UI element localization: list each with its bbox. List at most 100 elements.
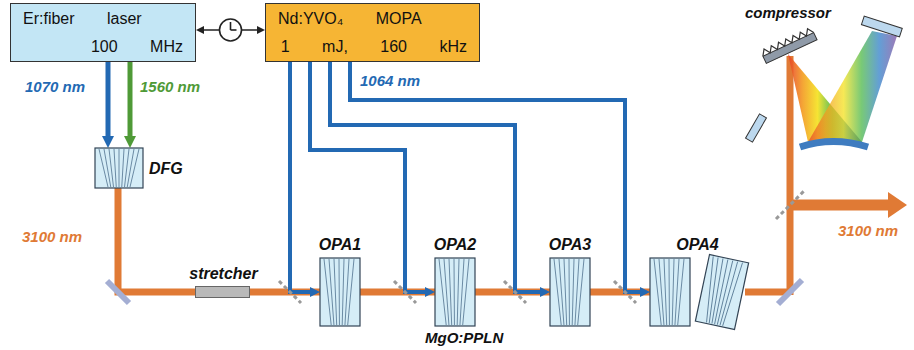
crystal-graphic xyxy=(435,258,475,326)
part-label: compressor xyxy=(745,4,831,22)
dichroic-mirror xyxy=(279,281,301,303)
crystal-body xyxy=(650,258,690,326)
flat-mirror xyxy=(746,114,767,142)
curved-mirror xyxy=(800,142,868,148)
laser-beam xyxy=(128,62,133,136)
component-label: OPA3 xyxy=(549,235,591,254)
poling-line xyxy=(348,259,354,325)
poling-line xyxy=(572,259,574,325)
poling-line xyxy=(569,259,570,325)
wavelength-label: 1070 nm xyxy=(25,78,85,96)
poling-line xyxy=(127,149,134,187)
beam xyxy=(787,56,794,295)
spacer xyxy=(102,282,134,302)
wavelength-label: 1560 nm xyxy=(140,78,200,96)
poling-line xyxy=(334,259,337,325)
wavelength-label: 3100 nm xyxy=(838,222,898,240)
stretcher-box: stretcher xyxy=(195,286,250,298)
dichroic-mirror xyxy=(614,281,636,303)
crystal-body xyxy=(550,258,590,326)
poling-line xyxy=(329,259,334,325)
laser-name: Nd:YVO₄ MOPA xyxy=(278,9,422,28)
dispersed-spectrum xyxy=(808,31,897,142)
poling-line xyxy=(672,259,674,325)
laser-spec: 100 MHz xyxy=(91,37,183,56)
grating-grooves xyxy=(760,27,813,56)
flat-mirror xyxy=(861,16,902,37)
sync-line xyxy=(204,29,257,31)
crystal-shape xyxy=(695,255,748,330)
crystal: OPA2 xyxy=(435,258,475,326)
crystal: OPA1 xyxy=(320,258,360,326)
dichroic-mirror xyxy=(504,281,526,303)
laser-name: Er:fiber laser xyxy=(23,9,142,28)
laser-spec: 1 mJ, 160 kHz xyxy=(281,37,467,56)
mirror xyxy=(778,280,802,304)
crystal-shape xyxy=(435,258,475,326)
crystal-pair: OPA4 xyxy=(650,258,745,326)
poling-line xyxy=(342,259,344,325)
grating xyxy=(760,27,817,63)
component-label: stretcher xyxy=(189,264,257,283)
poling-line xyxy=(99,149,108,187)
component-label: OPA4 xyxy=(676,235,718,254)
laser-beam xyxy=(590,289,650,296)
poling-line xyxy=(723,261,743,327)
crystal-body xyxy=(695,255,748,330)
poling-line xyxy=(463,259,469,325)
poling-line xyxy=(457,259,459,325)
poling-line xyxy=(717,260,732,325)
material-label: MgO:PPLN xyxy=(425,329,503,347)
wavelength-label: 1064 nm xyxy=(360,72,420,90)
beam xyxy=(745,289,790,296)
clock-hand xyxy=(230,22,232,30)
poling-line xyxy=(564,259,567,325)
crystal-shape xyxy=(550,258,590,326)
poling-line xyxy=(339,259,340,325)
clock-symbol xyxy=(220,19,242,41)
crystal: OPA3 xyxy=(550,258,590,326)
poling-line xyxy=(444,259,449,325)
component-label: OPA2 xyxy=(434,235,476,254)
laser-beam xyxy=(290,62,310,292)
output-arrowhead xyxy=(888,192,907,218)
poling-line xyxy=(578,259,584,325)
laser-box: Er:fiber laser 100 MHz xyxy=(10,3,196,62)
poling-line xyxy=(669,259,670,325)
poling-line xyxy=(659,259,664,325)
poling-line xyxy=(664,259,667,325)
laser-beam xyxy=(350,62,640,292)
crystal-graphic xyxy=(95,148,143,188)
poling-line xyxy=(130,149,139,187)
poling-line xyxy=(678,259,684,325)
crystal-body xyxy=(95,148,143,188)
crystal-body xyxy=(435,258,475,326)
crystal-graphic xyxy=(320,258,360,326)
poling-line xyxy=(720,261,738,326)
output-beam xyxy=(790,200,890,211)
poling-line xyxy=(114,149,116,187)
crystal-shape xyxy=(320,258,360,326)
poling-line xyxy=(454,259,455,325)
poling-line xyxy=(119,149,120,187)
crystal: DFG xyxy=(95,148,143,188)
wavelength-label: 3100 nm xyxy=(22,228,82,246)
laser-box: Nd:YVO₄ MOPA 1 mJ, 160 kHz xyxy=(265,3,480,62)
clock-hand xyxy=(231,29,237,31)
poling-line xyxy=(449,259,452,325)
crystal-body xyxy=(320,258,360,326)
poling-line xyxy=(109,149,114,187)
crystal-shape xyxy=(650,258,690,326)
poling-line xyxy=(559,259,564,325)
laser-beam xyxy=(106,62,111,136)
crystal-graphic xyxy=(550,258,590,326)
crystal-graphic xyxy=(650,258,745,326)
pickoff-mirror xyxy=(776,191,804,219)
mirror xyxy=(107,281,129,303)
crystal-shape xyxy=(95,148,143,188)
component-label: OPA1 xyxy=(319,235,361,254)
poling-line xyxy=(122,149,124,187)
dichroic-mirror xyxy=(394,281,416,303)
component-label: DFG xyxy=(149,159,183,178)
